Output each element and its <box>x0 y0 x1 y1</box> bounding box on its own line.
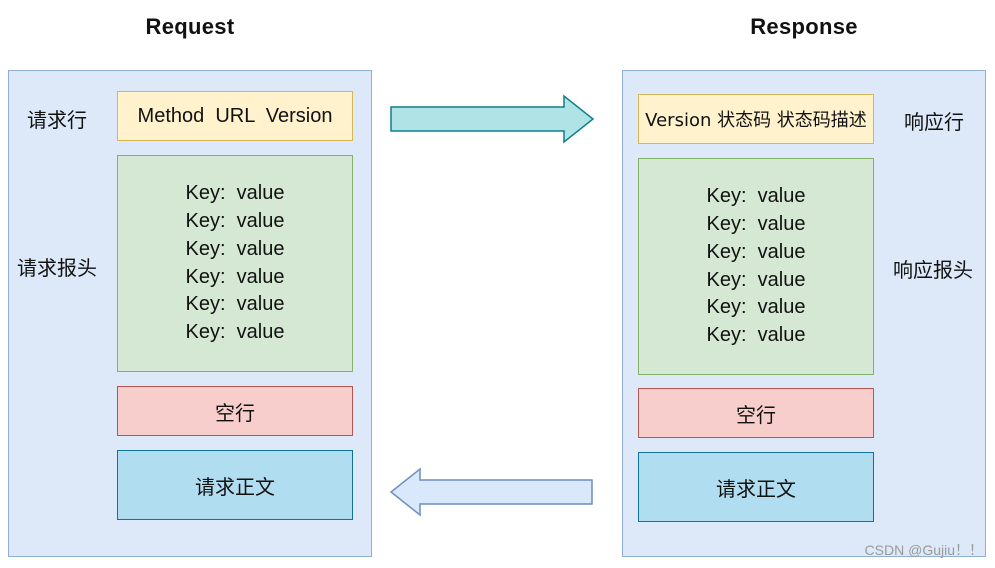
request-headers-box: Key: value Key: value Key: value Key: va… <box>117 155 353 372</box>
response-header-entry: Key: value <box>706 268 806 291</box>
response-blank-line-box: 空行 <box>638 388 874 438</box>
request-headers-list: Key: value Key: value Key: value Key: va… <box>186 180 285 347</box>
response-headers-label: 响应报头 <box>893 258 973 282</box>
response-header-entry: Key: value <box>706 240 806 263</box>
response-line-text: Version 状态码 状态码描述 <box>645 110 867 131</box>
response-line-box: Version 状态码 状态码描述 <box>638 94 874 144</box>
request-body-box: 请求正文 <box>117 450 353 520</box>
request-line-label: 请求行 <box>27 108 87 132</box>
request-body-text: 请求正文 <box>195 474 275 499</box>
request-header-entry: Key: value <box>185 237 285 260</box>
request-blank-line-box: 空行 <box>117 386 353 436</box>
right-arrow-shape <box>390 94 595 144</box>
request-header-entry: Key: value <box>185 209 285 232</box>
response-blank-line-text: 空行 <box>736 402 776 427</box>
left-arrow-icon <box>389 467 593 517</box>
response-body-text: 请求正文 <box>716 476 796 501</box>
request-blank-line-text: 空行 <box>215 400 255 425</box>
response-headers-list: Key: value Key: value Key: value Key: va… <box>707 183 806 350</box>
right-arrow-icon <box>390 94 595 144</box>
response-header-entry: Key: value <box>706 296 806 319</box>
request-header-entry: Key: value <box>185 265 285 288</box>
request-header-entry: Key: value <box>185 182 285 205</box>
watermark: CSDN @Gujiu！！ <box>864 542 983 558</box>
request-header-entry: Key: value <box>185 293 285 316</box>
left-arrow-shape <box>389 467 593 517</box>
request-header-entry: Key: value <box>185 321 285 344</box>
request-line-text: Method URL Version <box>137 104 333 127</box>
response-body-box: 请求正文 <box>638 452 874 522</box>
request-headers-label: 请求报头 <box>17 256 97 280</box>
response-title: Response <box>750 14 858 39</box>
response-header-entry: Key: value <box>706 212 806 235</box>
request-line-box: Method URL Version <box>117 91 353 141</box>
response-line-label: 响应行 <box>904 110 964 134</box>
response-header-entry: Key: value <box>706 185 806 208</box>
response-headers-box: Key: value Key: value Key: value Key: va… <box>638 158 874 375</box>
response-header-entry: Key: value <box>706 324 806 347</box>
request-title: Request <box>145 14 235 39</box>
